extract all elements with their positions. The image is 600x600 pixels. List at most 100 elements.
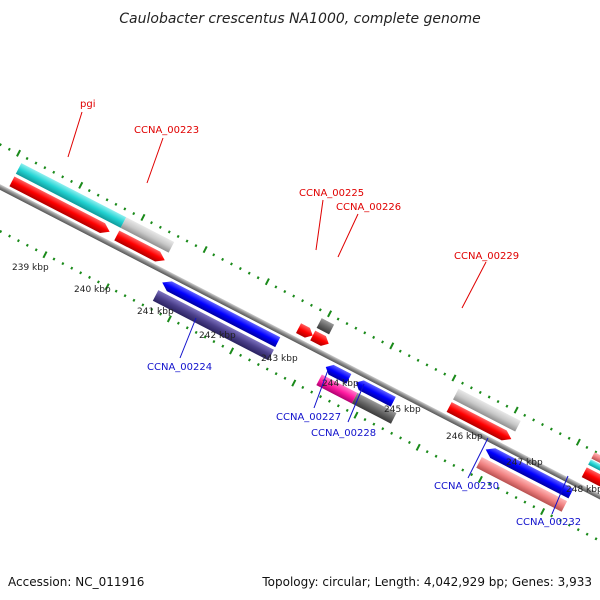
ruler-tick xyxy=(158,225,162,229)
ruler-tick xyxy=(372,335,376,339)
map-title: Caulobacter crescentus NA1000, complete … xyxy=(119,11,480,27)
ruler-tick xyxy=(398,349,402,353)
ruler-tick xyxy=(327,310,333,318)
gene-pgi[interactable] xyxy=(15,163,127,228)
ruler-tick xyxy=(353,411,359,419)
kbp-label: 241 kbp xyxy=(137,307,174,317)
cds-ccna-00226[interactable] xyxy=(310,330,331,349)
ruler-tick xyxy=(78,181,84,189)
gene-label-ccna-00223[interactable]: CCNA_00223 xyxy=(134,125,199,136)
kbp-label: 248 kbp xyxy=(566,485,600,495)
kbp-labels: 239 kbp 240 kbp 241 kbp 242 kbp 243 kbp … xyxy=(12,263,600,495)
ruler-tick xyxy=(176,234,180,239)
ruler-tick xyxy=(487,395,491,399)
ruler-tick xyxy=(292,294,296,298)
forward-strand-genes xyxy=(9,163,600,489)
gene-ccna-00229[interactable] xyxy=(453,388,521,432)
ruler-tick xyxy=(576,528,580,532)
gene-ccna-00227[interactable] xyxy=(316,374,358,404)
ruler-tick xyxy=(301,385,305,390)
cds-ccna-00224[interactable] xyxy=(160,278,281,348)
ruler-tick xyxy=(88,275,91,279)
leader-line xyxy=(315,199,324,251)
gene-ccna-00228[interactable] xyxy=(351,392,397,424)
ruler-tick xyxy=(594,537,598,541)
cds-pgi[interactable] xyxy=(9,176,112,236)
ruler-tick xyxy=(25,243,29,247)
ruler-tick xyxy=(43,166,47,170)
ruler-tick xyxy=(247,271,251,275)
leader-line xyxy=(179,317,197,359)
cds-ccna-00227[interactable] xyxy=(323,362,352,384)
gene-label-ccna-00226[interactable]: CCNA_00226 xyxy=(336,202,401,213)
ruler-tick xyxy=(221,344,225,348)
gene-label-ccna-00224[interactable]: CCNA_00224 xyxy=(147,362,212,373)
ruler-tick xyxy=(540,507,546,516)
leader-line xyxy=(347,383,365,423)
ruler-tick xyxy=(16,149,22,157)
ruler-tick xyxy=(505,491,509,495)
ruler-tick xyxy=(238,267,242,271)
ruler-tick xyxy=(461,381,464,385)
ruler-tick xyxy=(541,422,544,427)
kbp-label: 247 kbp xyxy=(506,458,543,468)
gene-label-ccna-00232[interactable]: CCNA_00232 xyxy=(516,517,581,528)
ruler-tick xyxy=(221,257,225,261)
ruler-tick xyxy=(550,514,554,518)
ruler-tick xyxy=(283,289,287,294)
gene-ccna-00223[interactable] xyxy=(120,217,175,253)
ruler-tick xyxy=(141,303,145,307)
ruler-tick xyxy=(42,251,48,259)
gene-ccna-00231-pink[interactable] xyxy=(591,452,600,472)
ruler-tick xyxy=(150,307,154,312)
cds-ccna-00230[interactable] xyxy=(483,445,574,499)
ruler-tick xyxy=(372,422,376,426)
ruler-tick xyxy=(212,253,216,257)
gene-label-ccna-00230[interactable]: CCNA_00230 xyxy=(434,481,499,492)
gene-ccna-00231-cyan[interactable] xyxy=(588,459,600,478)
gene-label-pgi[interactable]: pgi xyxy=(80,99,95,110)
ruler-tick xyxy=(336,404,340,408)
ruler-tick xyxy=(434,454,438,458)
gene-label-ccna-00229[interactable]: CCNA_00229 xyxy=(454,251,519,262)
gene-ccna-00226[interactable] xyxy=(316,318,335,335)
kbp-label: 244 kbp xyxy=(322,379,359,389)
leader-line xyxy=(67,111,83,158)
gene-label-ccna-00228[interactable]: CCNA_00228 xyxy=(311,428,376,439)
gene-ccna-00230[interactable] xyxy=(476,457,568,512)
gene-label-ccna-00227[interactable]: CCNA_00227 xyxy=(276,412,341,423)
cds-ccna-00225[interactable] xyxy=(295,323,315,340)
ruler-tick xyxy=(390,431,394,435)
cds-ccna-00229[interactable] xyxy=(446,402,514,444)
ruler-tick xyxy=(203,335,207,339)
ruler-tick xyxy=(105,198,109,202)
gene-ccna-00224[interactable] xyxy=(152,290,274,361)
ruler-tick xyxy=(354,326,358,330)
ruler-tick xyxy=(318,308,322,312)
ruler-tick xyxy=(407,440,411,445)
kbp-label: 242 kbp xyxy=(199,331,236,341)
ruler-tick xyxy=(443,372,447,376)
ruler-tick xyxy=(194,330,198,334)
ruler-tick xyxy=(523,500,527,504)
ruler-tick xyxy=(523,413,527,417)
gene-label-ccna-00225[interactable]: CCNA_00225 xyxy=(299,188,364,199)
ruler-tick xyxy=(558,432,562,436)
ruler-tick xyxy=(61,175,65,179)
cds-ccna-00223[interactable] xyxy=(114,230,167,266)
accession-text: Accession: NC_011916 xyxy=(8,575,144,589)
leader-line xyxy=(337,213,359,258)
ruler-tick xyxy=(487,482,491,486)
ruler-tick xyxy=(114,289,118,293)
ruler-tick xyxy=(513,406,519,414)
ruler-tick xyxy=(585,532,589,536)
kbp-label: 239 kbp xyxy=(12,263,49,273)
cds-ccna-00228[interactable] xyxy=(353,378,396,407)
ruler-tick xyxy=(123,207,127,211)
ruler-tick xyxy=(469,386,473,390)
ruler-tick xyxy=(496,400,500,404)
ruler-tick xyxy=(559,518,562,523)
ruler-tick xyxy=(202,245,208,254)
cds-ccna-00231[interactable] xyxy=(581,467,600,489)
